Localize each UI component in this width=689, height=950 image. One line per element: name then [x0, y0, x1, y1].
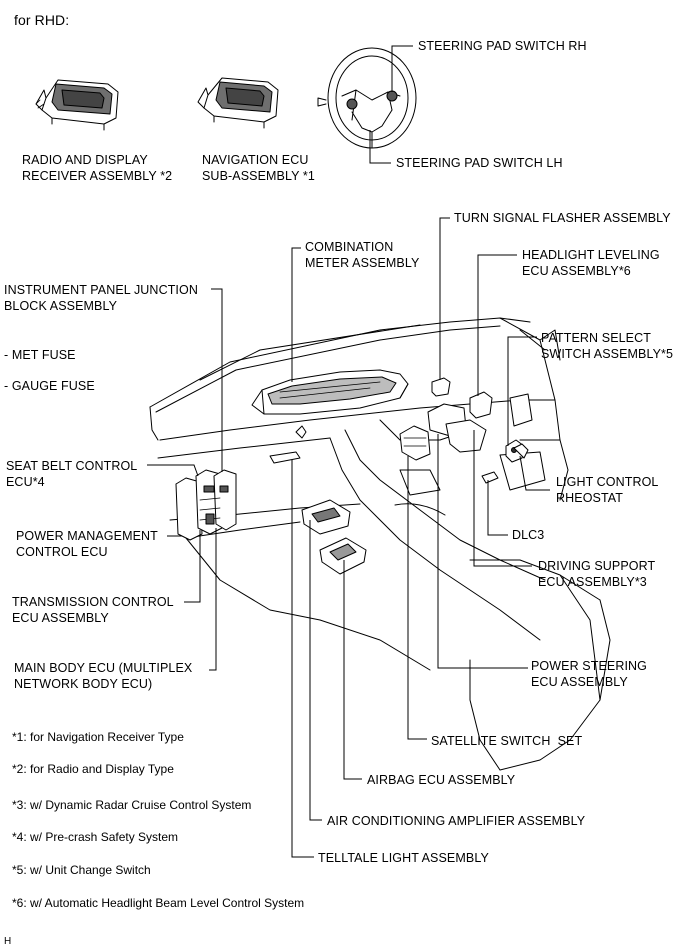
power-steering-label: POWER STEERING ECU ASSEMBLY — [531, 659, 647, 689]
pattern-select-label: PATTERN SELECT SWITCH ASSEMBLY*5 — [541, 331, 674, 361]
steering-pad-rh-label: STEERING PAD SWITCH RH — [418, 39, 587, 53]
footnote-4: *4: w/ Pre-crash Safety System — [12, 830, 179, 844]
power-steering-ecu-illustration — [427, 403, 487, 453]
figure-code: H — [4, 936, 12, 947]
headlight-leveling-ecu-illustration — [469, 391, 493, 419]
telltale-light-label: TELLTALE LIGHT ASSEMBLY — [318, 851, 489, 865]
footnote-6: *6: w/ Automatic Headlight Beam Level Co… — [12, 896, 305, 910]
steering-wheel-illustration — [317, 47, 417, 149]
air-conditioning-label: AIR CONDITIONING AMPLIFIER ASSEMBLY — [327, 814, 586, 828]
met-fuse-label: - MET FUSE — [4, 348, 76, 362]
main-body-ecu-label: MAIN BODY ECU (MULTIPLEX NETWORK BODY EC… — [14, 661, 193, 691]
dlc3-label: DLC3 — [512, 528, 545, 542]
dlc3-illustration — [481, 471, 499, 484]
telltale-light-illustration — [269, 451, 301, 464]
footnote-5: *5: w/ Unit Change Switch — [12, 863, 151, 877]
ac-amplifier-illustration — [301, 499, 351, 535]
combination-meter-label: COMBINATION METER ASSEMBLY — [305, 240, 420, 270]
navigation-ecu-label: NAVIGATION ECU SUB-ASSEMBLY *1 — [202, 153, 315, 183]
navigation-ecu-illustration — [197, 77, 279, 129]
ecu-stack-illustration — [175, 469, 237, 541]
steering-pad-lh-label: STEERING PAD SWITCH LH — [396, 156, 563, 170]
turn-signal-flasher-illustration — [431, 377, 451, 397]
meter-clip-illustration — [295, 425, 307, 439]
light-control-rheostat-label: LIGHT CONTROL RHEOSTAT — [556, 475, 659, 505]
footnote-1: *1: for Navigation Receiver Type — [12, 730, 184, 744]
satellite-switch-illustration — [399, 425, 431, 461]
driving-support-label: DRIVING SUPPORT ECU ASSEMBLY*3 — [538, 559, 656, 589]
page-title: for RHD: — [14, 12, 70, 28]
light-control-rheostat-illustration — [513, 443, 529, 459]
combination-meter-illustration — [251, 369, 409, 415]
transmission-control-label: TRANSMISSION CONTROL ECU ASSEMBLY — [12, 595, 174, 625]
radio-display-illustration — [35, 79, 119, 131]
airbag-ecu-label: AIRBAG ECU ASSEMBLY — [367, 773, 516, 787]
footnote-2: *2: for Radio and Display Type — [12, 762, 174, 776]
footnote-3: *3: w/ Dynamic Radar Cruise Control Syst… — [12, 798, 252, 812]
leader-lines — [147, 45, 550, 858]
headlight-leveling-label: HEADLIGHT LEVELING ECU ASSEMBLY*6 — [522, 248, 660, 278]
satellite-switch-label: SATELLITE SWITCH SET — [431, 734, 583, 748]
gauge-fuse-label: - GAUGE FUSE — [4, 379, 95, 393]
instrument-panel-jb-label: INSTRUMENT PANEL JUNCTION BLOCK ASSEMBLY — [4, 283, 198, 313]
power-management-label: POWER MANAGEMENT CONTROL ECU — [16, 529, 158, 559]
seat-belt-control-label: SEAT BELT CONTROL ECU*4 — [6, 459, 138, 489]
radio-display-label: RADIO AND DISPLAY RECEIVER ASSEMBLY *2 — [22, 153, 173, 183]
airbag-ecu-illustration — [319, 537, 367, 575]
turn-signal-flasher-label: TURN SIGNAL FLASHER ASSEMBLY — [454, 211, 671, 225]
